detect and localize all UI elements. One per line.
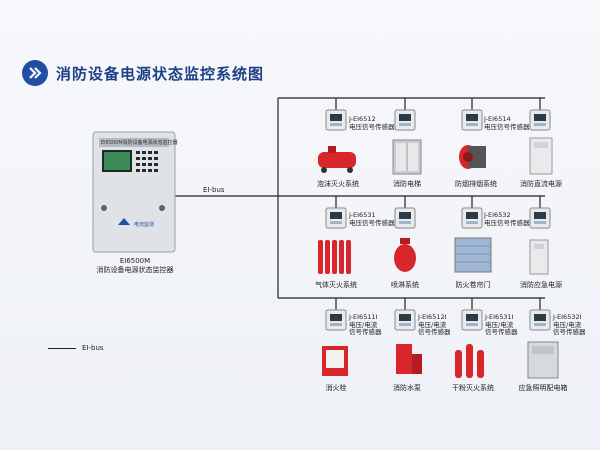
monitor-caption: EI6500M 消防设备电源状态监控器 (80, 257, 190, 275)
device-label: 喷淋系统 (391, 281, 419, 289)
device-dry-powder-icon (455, 344, 484, 378)
monitor-brand: 电流监测 (134, 222, 155, 228)
sensor-label: J-EI6511I 电压/电流 信号传感器 (349, 313, 382, 336)
monitor-name: 消防设备电源状态监控器 (96, 266, 174, 274)
diagram-title: 消防设备电源状态监控系统图 (56, 64, 265, 83)
device-sprinkler-icon (394, 238, 416, 272)
sensor-label: J-EI6512I 电压/电流 信号传感器 (418, 313, 451, 336)
device-shutter-door-icon (454, 237, 492, 273)
bus-label: EI-bus (203, 186, 225, 194)
sensor-label: J-EI6514 电压信号传感器 (484, 115, 530, 131)
device-label: 泡沫灭火系统 (317, 180, 359, 188)
sensor-label: J-EI6532I 电压/电流 信号传感器 (553, 313, 586, 336)
legend-label: EI-bus (82, 344, 104, 352)
sensor-label: J-EI6512 电压信号传感器 (349, 115, 395, 131)
device-emergency-lighting-box-icon (527, 341, 559, 379)
sensor-label: J-EI6531 电压信号传感器 (349, 211, 395, 227)
sensor-label: J-EI6532 电压信号传感器 (484, 211, 530, 227)
device-label: 消防水泵 (393, 384, 421, 392)
device-label: 消防应急电源 (520, 281, 562, 289)
device-smoke-fan-icon (459, 145, 486, 169)
device-label: 应急照明配电箱 (518, 384, 568, 392)
device-label: 消防直流电源 (520, 180, 562, 188)
monitor-cabinet (92, 131, 176, 253)
sensor-label: J-EI6531I 电压/电流 信号传感器 (485, 313, 518, 336)
device-label: 防烟排烟系统 (455, 180, 497, 188)
device-emergency-power-icon (529, 239, 549, 275)
legend-line-sample (48, 348, 76, 349)
device-elevator-icon (392, 139, 422, 175)
title-block: 消防设备电源状态监控系统图 (22, 60, 264, 86)
device-foam-system-icon (318, 146, 356, 173)
device-dc-power-icon (529, 137, 553, 175)
monitor-model: EI6500M (119, 257, 151, 265)
device-fire-pump-icon (396, 344, 422, 374)
device-label: 消火栓 (325, 384, 347, 392)
device-label: 防火卷帘门 (455, 281, 491, 289)
monitor-panel-header: EI6500M消防设备电源状态监控器 (101, 140, 178, 146)
device-label: 气体灭火系统 (315, 281, 357, 289)
sensor-modules (325, 109, 551, 331)
device-gas-system-icon (318, 240, 351, 274)
device-label: 消防电梯 (393, 180, 421, 188)
device-hydrant-icon (322, 346, 348, 376)
device-label: 干粉灭火系统 (452, 384, 494, 392)
double-chevron-right-icon (22, 60, 48, 86)
